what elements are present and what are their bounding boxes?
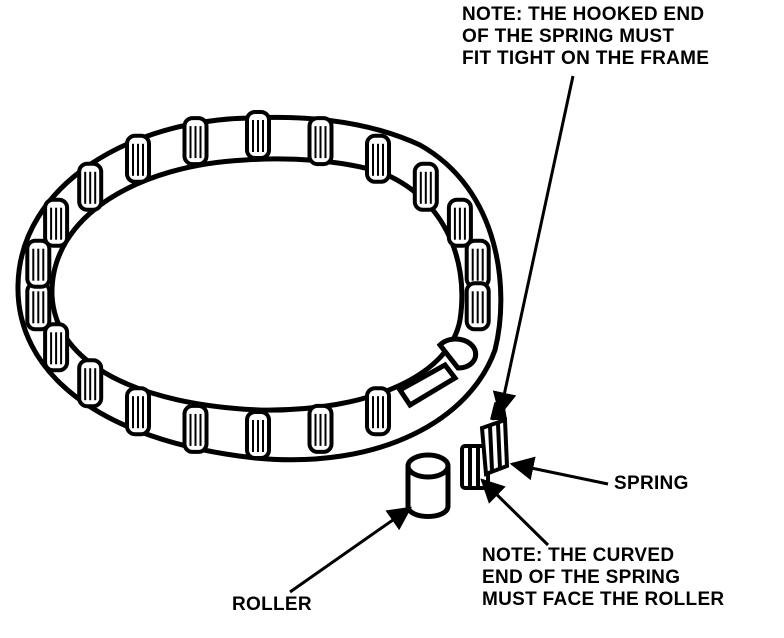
note-hooked-line-2: OF THE SPRING MUST bbox=[462, 26, 675, 47]
roller-part bbox=[405, 452, 451, 519]
cage-pocket bbox=[182, 116, 209, 167]
roller-leader bbox=[289, 506, 412, 594]
spring-label-text: SPRING bbox=[614, 473, 689, 494]
cage-pocket bbox=[182, 403, 209, 454]
cage-pocket bbox=[245, 110, 271, 160]
note-curved-end: NOTE: THE CURVED END OF THE SPRING MUST … bbox=[482, 545, 724, 611]
cage-pocket bbox=[25, 281, 52, 332]
note-curved-line-3: MUST FACE THE ROLLER bbox=[482, 589, 725, 610]
note-curved-line-2: END OF THE SPRING bbox=[482, 567, 681, 588]
cage-pocket bbox=[412, 161, 439, 212]
cage-pocket bbox=[43, 197, 70, 248]
roller-label: ROLLER bbox=[232, 594, 312, 616]
note-hooked-end: NOTE: THE HOOKED END OF THE SPRING MUST … bbox=[462, 4, 709, 70]
cage-pocket bbox=[25, 238, 52, 289]
leader-lines bbox=[289, 75, 609, 594]
cage-pocket bbox=[365, 133, 391, 184]
cage-pocket bbox=[125, 133, 151, 184]
spring-label: SPRING bbox=[614, 473, 689, 495]
cage-pocket bbox=[77, 358, 104, 409]
cage-pocket bbox=[43, 322, 70, 373]
cage-segments bbox=[25, 110, 491, 460]
curved-end-leader bbox=[480, 478, 550, 547]
cage-pocket bbox=[446, 197, 473, 248]
cage-pocket bbox=[307, 116, 334, 167]
cage-pocket bbox=[77, 161, 104, 212]
note-curved-line-1: NOTE: THE CURVED bbox=[482, 545, 675, 566]
cage-pocket bbox=[245, 410, 271, 460]
note-hooked-line-1: NOTE: THE HOOKED END bbox=[462, 4, 705, 25]
hooked-end-leader bbox=[492, 75, 575, 417]
cage-open-end bbox=[396, 336, 479, 409]
spring-part bbox=[460, 399, 510, 490]
cage-pocket bbox=[464, 238, 491, 289]
cage-pocket bbox=[464, 281, 491, 332]
note-hooked-line-3: FIT TIGHT ON THE FRAME bbox=[462, 48, 710, 69]
cage-pocket bbox=[365, 386, 391, 437]
roller-label-text: ROLLER bbox=[232, 594, 312, 615]
cage-pocket bbox=[307, 403, 334, 454]
spring-leader bbox=[509, 456, 609, 486]
cage-pocket bbox=[125, 386, 151, 437]
